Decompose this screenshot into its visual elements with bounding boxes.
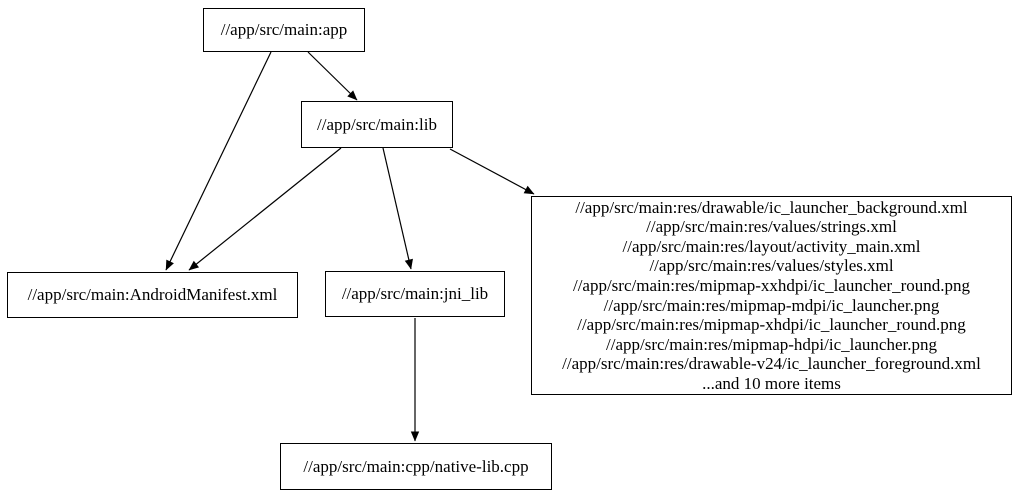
node-jni-lib-label: //app/src/main:jni_lib bbox=[341, 284, 489, 304]
node-res-group: //app/src/main:res/drawable/ic_launcher_… bbox=[531, 196, 1012, 395]
res-group-line: //app/src/main:res/mipmap-hdpi/ic_launch… bbox=[606, 334, 937, 354]
node-app: //app/src/main:app bbox=[203, 8, 365, 52]
res-group-line: //app/src/main:res/mipmap-mdpi/ic_launch… bbox=[603, 295, 940, 315]
res-group-more-items: ...and 10 more items bbox=[702, 373, 841, 393]
node-android-manifest-label: //app/src/main:AndroidManifest.xml bbox=[27, 285, 278, 305]
node-lib-label: //app/src/main:lib bbox=[317, 114, 437, 134]
node-native-lib-cpp-label: //app/src/main:cpp/native-lib.cpp bbox=[303, 456, 529, 476]
res-group-line: //app/src/main:res/values/styles.xml bbox=[649, 256, 894, 276]
res-group-line: //app/src/main:res/values/strings.xml bbox=[646, 217, 897, 237]
edge-lib-to-jni-lib bbox=[382, 147, 413, 270]
edge-app-to-android-manifest bbox=[165, 51, 272, 271]
res-group-line: //app/src/main:res/drawable-v24/ic_launc… bbox=[562, 354, 981, 374]
res-group-line: //app/src/main:res/mipmap-xxhdpi/ic_laun… bbox=[572, 275, 971, 295]
node-android-manifest: //app/src/main:AndroidManifest.xml bbox=[7, 272, 298, 318]
edge-lib-to-android-manifest bbox=[188, 147, 342, 271]
res-group-line: //app/src/main:res/mipmap-xhdpi/ic_launc… bbox=[577, 315, 966, 335]
node-lib: //app/src/main:lib bbox=[301, 101, 453, 148]
node-app-label: //app/src/main:app bbox=[220, 20, 348, 40]
res-group-line: //app/src/main:res/drawable/ic_launcher_… bbox=[575, 197, 968, 217]
res-group-line: //app/src/main:res/layout/activity_main.… bbox=[622, 236, 921, 256]
edge-app-to-lib bbox=[307, 51, 358, 101]
node-native-lib-cpp: //app/src/main:cpp/native-lib.cpp bbox=[280, 443, 552, 490]
node-jni-lib: //app/src/main:jni_lib bbox=[325, 271, 505, 317]
edge-lib-to-res-group bbox=[449, 148, 535, 195]
